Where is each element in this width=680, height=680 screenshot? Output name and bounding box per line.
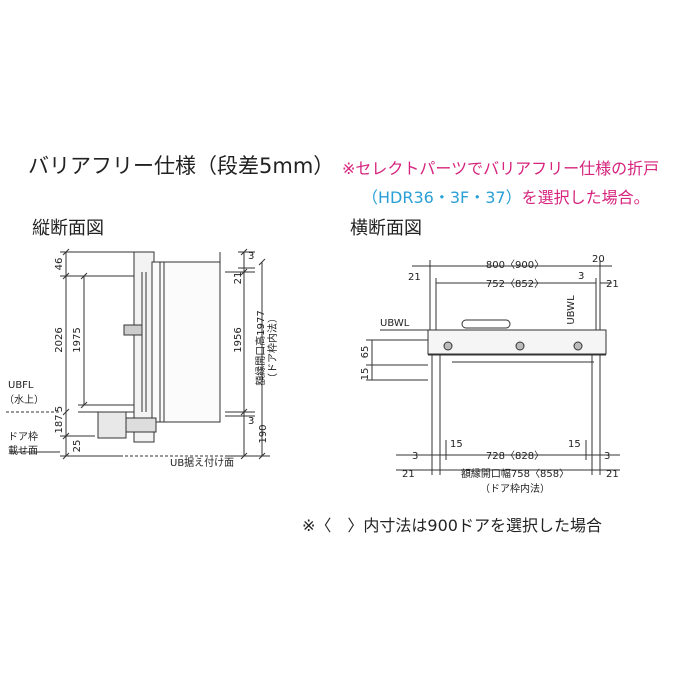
dim-3-bottom-right: 3 <box>604 451 610 462</box>
note-models: HDR36・3F・37 <box>378 188 506 207</box>
opening-height-label: 額縁開口高1977 <box>254 310 267 385</box>
dim-width-728: 728〈828〉 <box>486 450 544 462</box>
door-inner-label-horizontal: （ドア枠内法） <box>480 482 550 495</box>
water-top-label: （水上） <box>4 394 44 406</box>
dim-21-bottom-left: 21 <box>402 469 415 480</box>
door-frame-label: ドア枠 <box>8 430 38 443</box>
note-paren-open: （ <box>362 188 379 207</box>
dim-15-bottom-right: 15 <box>568 439 581 450</box>
dim-46: 46 <box>54 258 65 271</box>
dim-5: 5 <box>54 406 65 412</box>
dim-15-vertical: 15 <box>360 368 371 381</box>
dim-65: 65 <box>360 346 371 359</box>
dim-190: 190 <box>258 424 269 443</box>
dim-20: 20 <box>592 254 605 265</box>
dim-187: 187 <box>54 414 65 433</box>
dim-width-800: 800〈900〉 <box>486 259 544 271</box>
dim-21-top-left: 21 <box>408 272 421 283</box>
footnote: ※〈 〉内寸法は900ドアを選択した場合 <box>302 516 602 535</box>
ubfl-label: UBFL <box>8 380 34 391</box>
dim-2026: 2026 <box>54 327 65 352</box>
mount-surface-label: 載せ面 <box>8 445 38 457</box>
door-inner-label-vertical: （ドア枠内法） <box>266 313 279 383</box>
dim-25: 25 <box>72 440 83 453</box>
page-title: バリアフリー仕様（段差5mm） <box>28 154 335 178</box>
ubwl-left-label: UBWL <box>380 318 410 329</box>
dim-1956: 1956 <box>233 327 244 352</box>
dim-3-top-right: 3 <box>578 271 584 282</box>
dim-3-bottom: 3 <box>248 416 254 427</box>
dim-21-top-right: 21 <box>606 279 619 290</box>
dim-width-752: 752〈852〉 <box>486 278 544 290</box>
barrier-free-note-line1: ※セレクトパーツでバリアフリー仕様の折戸 <box>342 159 660 178</box>
dim-3-bottom-left: 3 <box>412 451 418 462</box>
dim-1975: 1975 <box>72 327 83 352</box>
horizontal-section-title: 横断面図 <box>350 218 422 239</box>
ub-mount-label: UB据え付け面 <box>170 456 234 469</box>
note-paren-close: ） <box>505 188 522 207</box>
note-rest: を選択した場合。 <box>521 188 650 207</box>
ubwl-right-label: UBWL <box>566 295 577 325</box>
vertical-section-title: 縦断面図 <box>32 218 104 239</box>
dim-21: 21 <box>233 272 244 285</box>
dim-3-top: 3 <box>248 251 254 262</box>
opening-width-label: 額縁開口幅758〈858〉 <box>461 467 569 480</box>
dim-21-bottom-right: 21 <box>606 469 619 480</box>
barrier-free-note-line2: （HDR36・3F・37）を選択した場合。 <box>362 184 650 208</box>
dim-15-bottom-left: 15 <box>450 439 463 450</box>
